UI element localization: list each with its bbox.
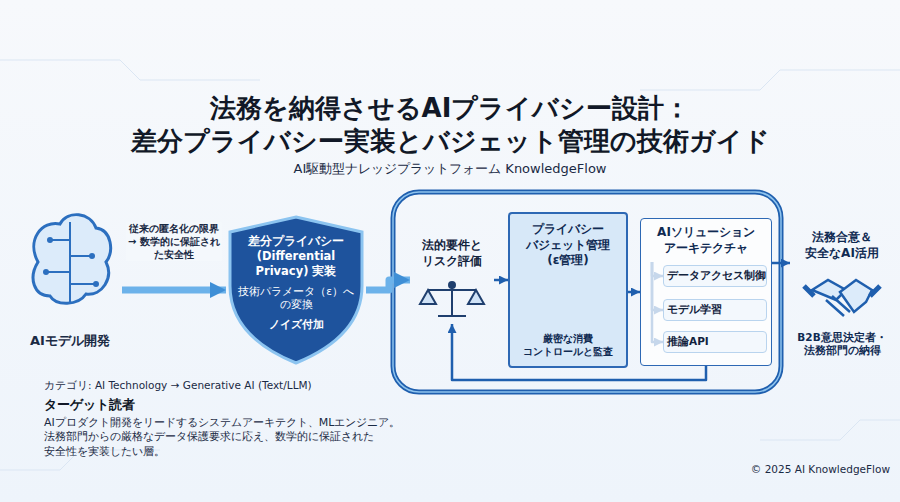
brain-icon <box>33 215 110 304</box>
component-item: モデル学習 <box>663 299 767 321</box>
subtitle: AI駆動型ナレッジプラットフォーム KnowledgeFlow <box>10 161 890 178</box>
flow-arrow <box>772 262 790 265</box>
flow-band <box>122 287 226 294</box>
section-heading: ターゲット読者 <box>44 397 344 414</box>
process-loop-glow <box>393 192 781 392</box>
outcome-node: 法務合意＆ 安全なAI活用 B2B意思決定者・ 法務部門の納得 <box>790 228 894 362</box>
node-heading: プライバシー バジェット管理 (ε管理) <box>514 222 622 269</box>
component-item: データアクセス制御 <box>663 265 767 287</box>
node-body: 厳密な消費 コントロールと監査 <box>514 332 622 358</box>
circuit-pattern <box>0 60 900 470</box>
legal-node: 法的要件と リスク評価 <box>410 236 494 324</box>
node-heading: 推論API <box>667 335 763 349</box>
process-loop <box>393 192 781 392</box>
scales-icon <box>420 282 484 316</box>
flow-arrow <box>494 279 508 282</box>
node-heading: 法的要件と リスク評価 <box>412 238 492 269</box>
architecture-panel: AIソリューション アーキテクチャデータアクセス制御モデル学習推論API <box>640 218 772 366</box>
edge-label: 従来の匿名化の限界 → 数学的に保証された安全性 <box>126 222 222 261</box>
node-heading: モデル学習 <box>667 303 763 317</box>
node-heading: 差分プライバシー (Differential Privacy) 実装 <box>238 234 354 279</box>
copyright-note: © 2025 AI KnowledgeFlow <box>730 463 890 477</box>
flow-arrow <box>628 291 640 294</box>
model-node: AIモデル開発 <box>18 212 122 352</box>
node-body: 技術パラメータ（ε）への変換 <box>238 285 354 312</box>
node-heading: AIモデル開発 <box>20 333 120 350</box>
shield-node: 差分プライバシー (Differential Privacy) 実装技術パラメー… <box>226 214 366 366</box>
node-body: ノイズ付加 <box>238 318 354 332</box>
flow-band <box>366 280 410 290</box>
handshake-icon <box>804 280 880 316</box>
node-heading: データアクセス制御 <box>667 269 763 283</box>
budget-panel: プライバシー バジェット管理 (ε管理) 厳密な消費 コントロールと監査 <box>508 212 628 368</box>
category-note: カテゴリ: AI Technology → Generative AI (Tex… <box>44 379 384 393</box>
node-heading: AIソリューション アーキテクチャ <box>647 225 765 256</box>
node-heading: 法務合意＆ 安全なAI活用 <box>792 230 892 261</box>
node-body: B2B意思決定者・ 法務部門の納得 <box>792 331 892 358</box>
body-text: AIプロダクト開発をリードするシステムアーキテクト、MLエンジニア。 法務部門か… <box>44 416 436 459</box>
component-item: 推論API <box>663 331 767 353</box>
page-title: 法務を納得させるAIプライバシー設計： 差分プライバシー実装とバジェット管理の技… <box>10 92 890 157</box>
